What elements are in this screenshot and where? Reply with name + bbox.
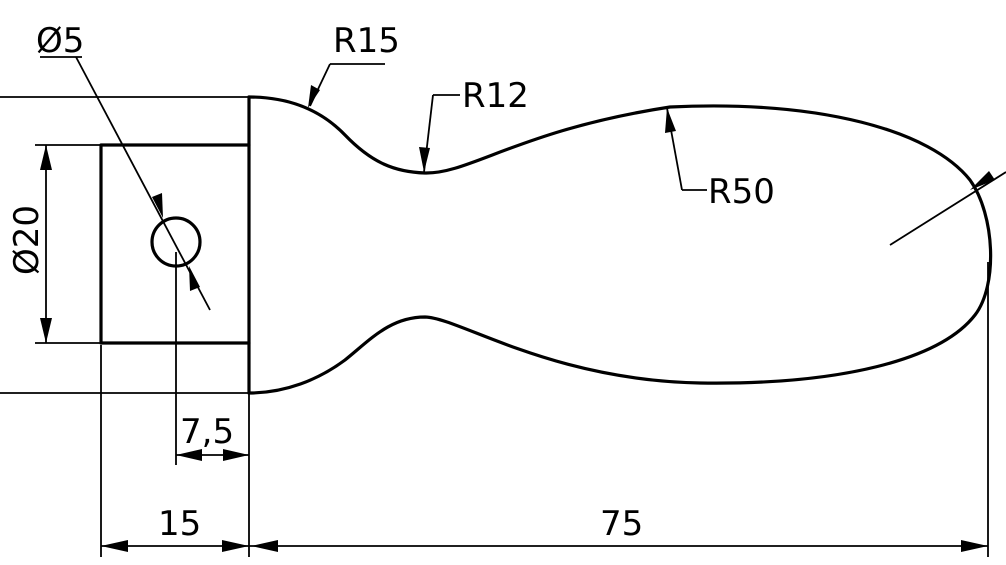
dim-15-label: 15	[158, 504, 201, 544]
radius-12-label: R12	[462, 76, 529, 116]
shank-outline	[99, 143, 251, 345]
hole-circle	[150, 216, 202, 268]
part-outline	[99, 95, 993, 395]
hole-diameter-label: Ø5	[36, 21, 84, 61]
dim-7-5-label: 7,5	[180, 412, 234, 452]
dimension-lines	[40, 145, 988, 552]
radius-50-label: R50	[708, 172, 775, 212]
handle-profile	[247, 95, 993, 395]
diameter-20-label: Ø20	[7, 205, 47, 275]
dimension-labels: Ø5 R15 R12 R50 Ø20 7,5 15 75	[7, 21, 775, 544]
dim-75-label: 75	[600, 504, 643, 544]
radius-15-label: R15	[333, 21, 400, 61]
leaders	[40, 56, 1006, 311]
extension-lines	[0, 96, 989, 557]
